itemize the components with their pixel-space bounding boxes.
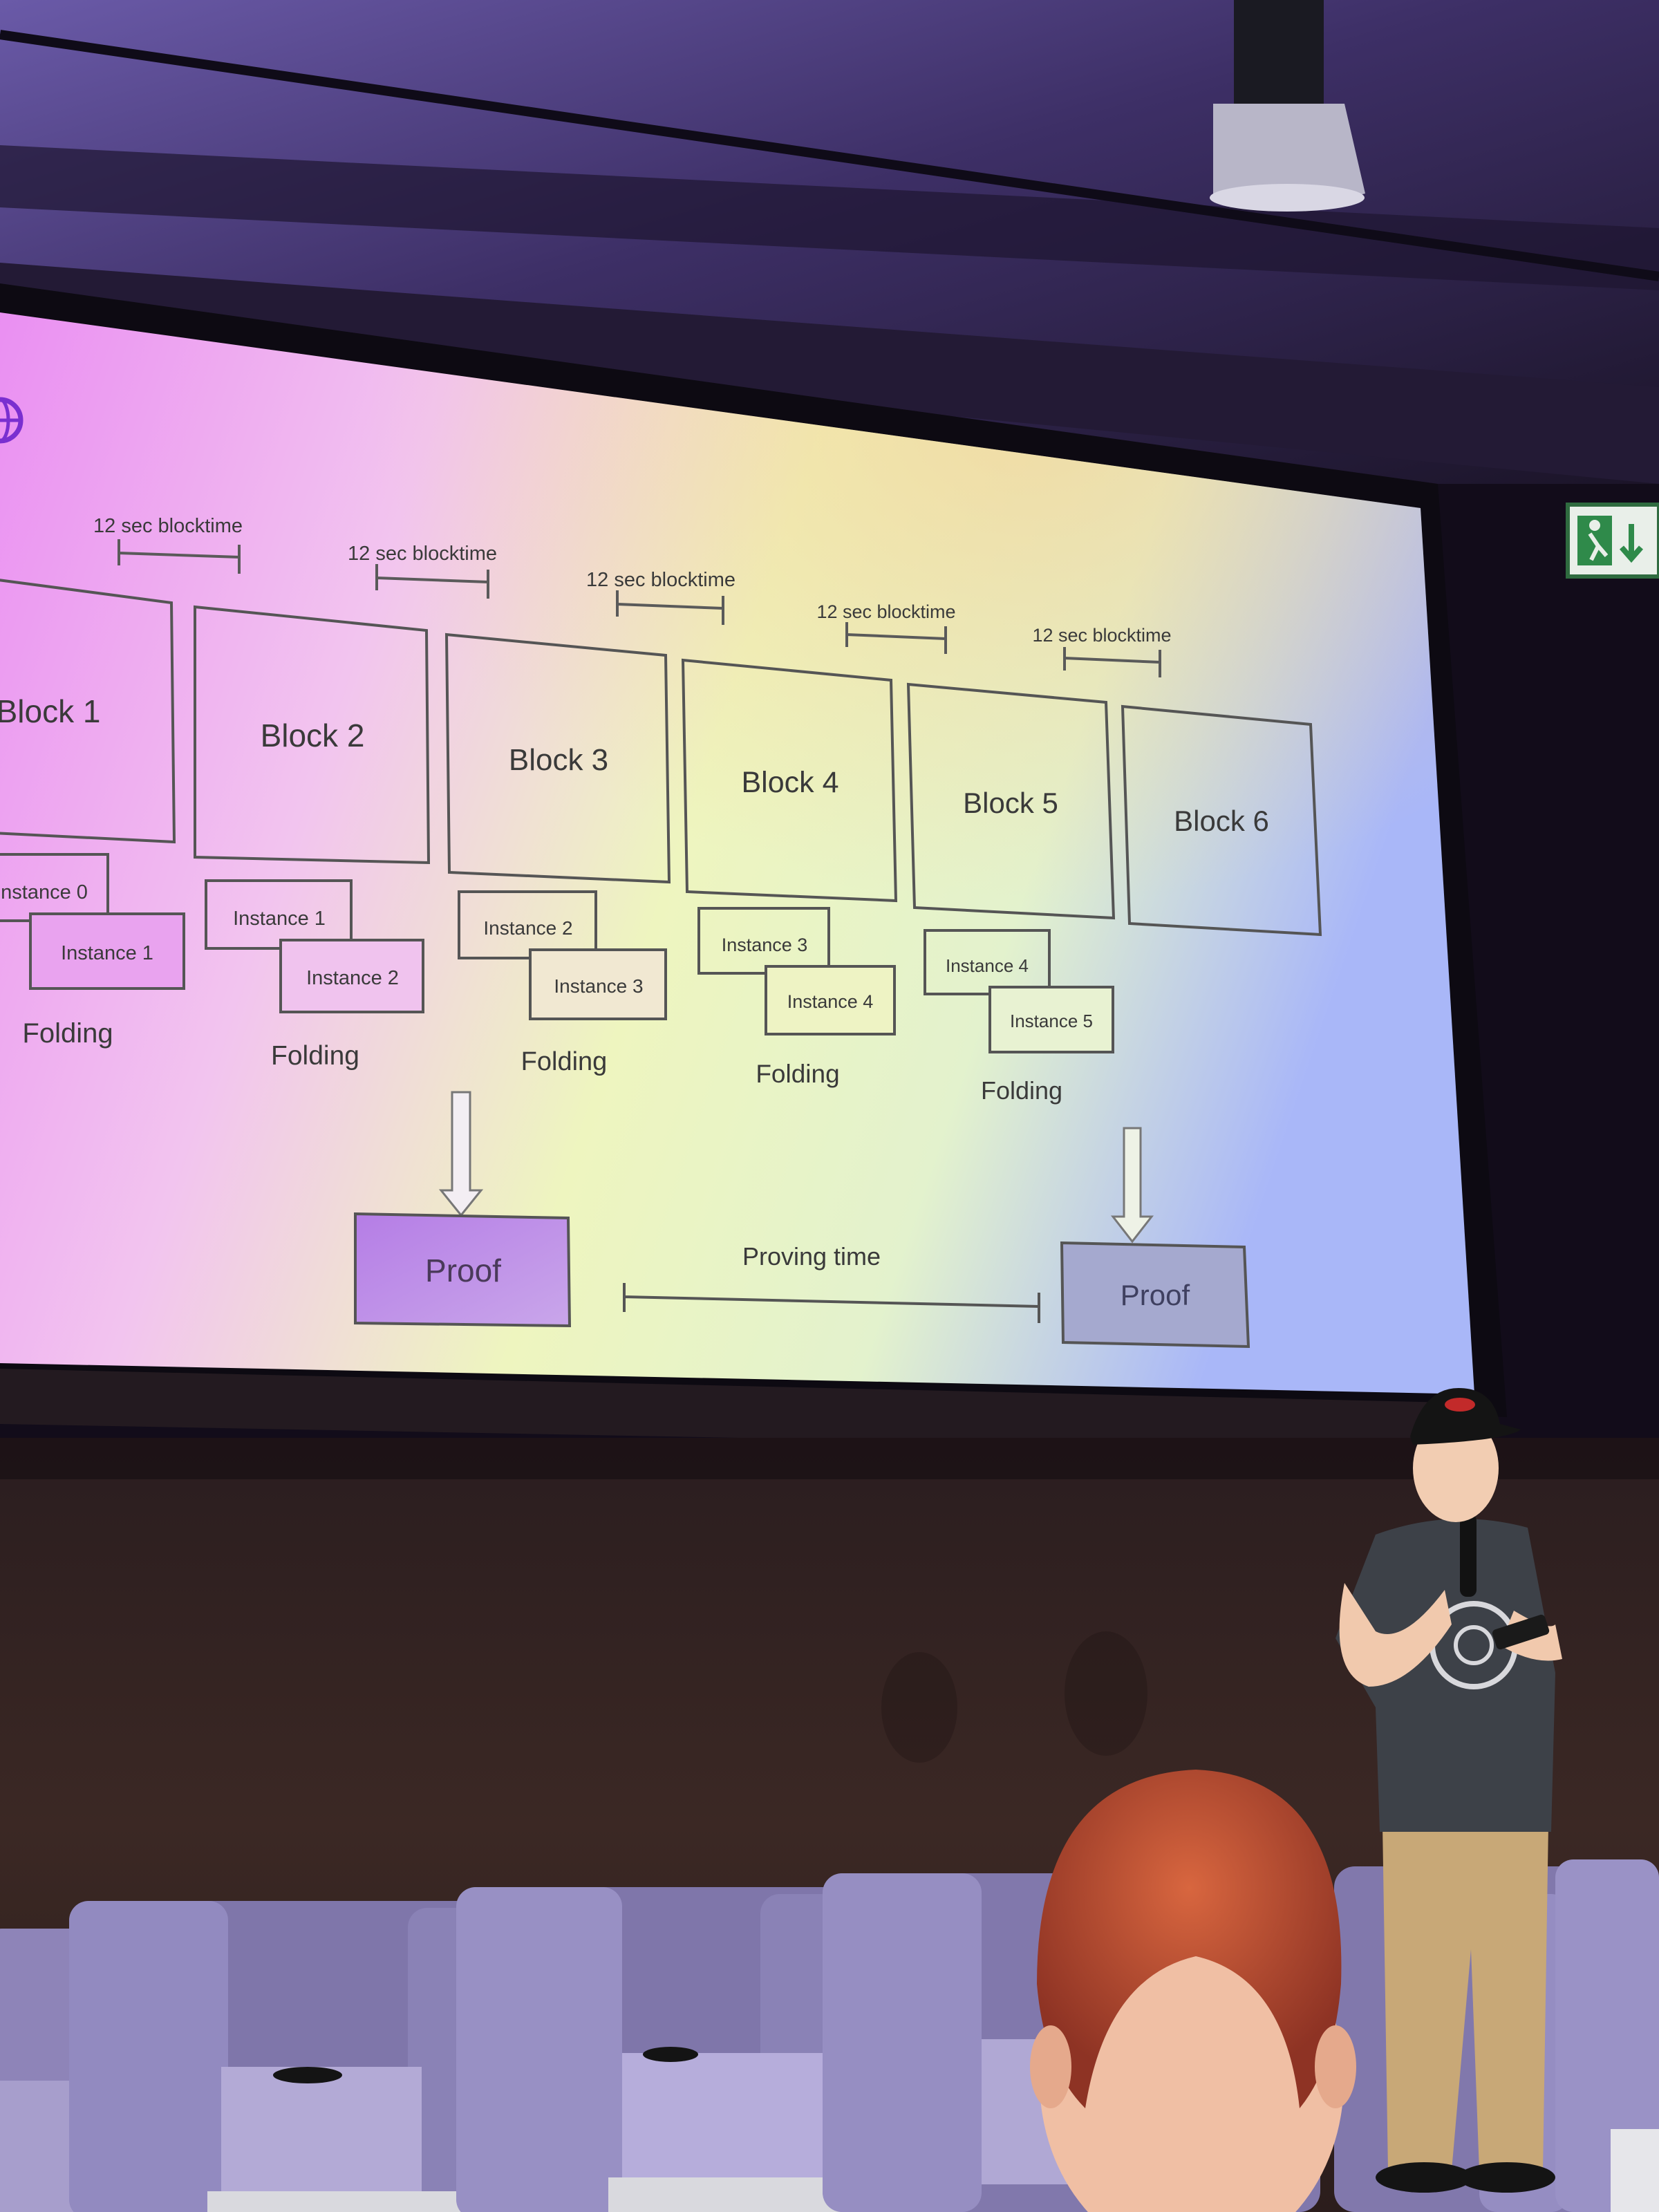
down-arrow-icon [1110, 1127, 1154, 1244]
block-box: Block 6 [1121, 704, 1322, 937]
microphone [643, 2047, 698, 2062]
block-box: Block 2 [194, 605, 431, 865]
folding-label: Folding [521, 1047, 608, 1076]
block-label: Block 6 [1174, 805, 1269, 837]
ceiling-rail [0, 30, 1659, 281]
block-label: Block 5 [963, 787, 1058, 819]
folding-label: Folding [22, 1018, 113, 1049]
speaker-person [1335, 1388, 1562, 2193]
phone [1492, 1614, 1550, 1650]
exit-sign-icon [1566, 503, 1659, 579]
blocktime-label-5: 12 sec blocktime [1032, 625, 1171, 646]
handheld-microphone [1460, 1514, 1477, 1597]
proof-box: Proof [1060, 1241, 1250, 1349]
instance-pair: Instance 3 Instance 4 [697, 907, 896, 1035]
instance-label: Instance 1 [233, 908, 326, 930]
block-label: Block 3 [509, 743, 608, 777]
block-box: Block 4 [681, 658, 898, 903]
proof-box: Proof [354, 1212, 572, 1328]
microphone [273, 2067, 342, 2083]
blocktime-bracket-3 [616, 590, 724, 625]
folding-label: Folding [981, 1076, 1062, 1105]
blocktime-label-4: 12 sec blocktime [816, 601, 955, 622]
down-arrow-icon [438, 1091, 484, 1217]
blocktime-label-1: 12 sec blocktime [93, 515, 243, 537]
wall-shadows [881, 1631, 1147, 1763]
blocktime-bracket-2 [375, 564, 489, 599]
chair [69, 1901, 581, 2212]
block-label: Block 1 [0, 693, 100, 729]
instance-label: Instance 2 [483, 917, 572, 939]
audience-head [1030, 1770, 1356, 2212]
block-label: Block 4 [741, 766, 838, 799]
blocktime-label-3: 12 sec blocktime [586, 569, 735, 591]
baseball-cap-icon [1410, 1388, 1521, 1445]
blocktime-bracket-4 [845, 622, 947, 654]
block-label: Block 2 [261, 718, 365, 753]
ceiling-beam-lower [0, 263, 1659, 484]
block-box: Block 3 [444, 632, 671, 884]
blocktime-label-2: 12 sec blocktime [348, 543, 497, 565]
instance-label: Instance 0 [0, 881, 88, 903]
instance-label: Instance 5 [1010, 1011, 1093, 1031]
globe-logo-icon [0, 397, 24, 444]
screen-bottom-bar [0, 1369, 1479, 1452]
instance-label: Instance 3 [722, 935, 808, 955]
instance-label: Instance 3 [554, 975, 643, 997]
instance-label: Instance 2 [306, 967, 399, 989]
folding-label: Folding [271, 1041, 359, 1071]
block-box: Block 1 [0, 579, 176, 844]
blocktime-bracket-1 [118, 539, 241, 574]
ceiling-beam [0, 145, 1659, 290]
proving-time-bracket [623, 1283, 1040, 1323]
instance-label: Instance 4 [787, 991, 874, 1012]
instance-pair: Instance 0 Instance 1 [0, 853, 185, 990]
ceiling-lamp-icon [1210, 0, 1365, 212]
blocktime-bracket-5 [1063, 647, 1161, 677]
instance-pair: Instance 1 Instance 2 [205, 879, 424, 1013]
proof-label: Proof [425, 1253, 501, 1288]
instance-label: Instance 4 [946, 955, 1029, 976]
proving-time-label: Proving time [742, 1242, 881, 1271]
instance-pair: Instance 2 Instance 3 [458, 890, 667, 1020]
projected-slide: 12 sec blocktime 12 sec blocktime 12 sec… [0, 312, 1474, 1394]
folding-label: Folding [756, 1060, 839, 1088]
block-box: Block 5 [906, 682, 1116, 920]
proof-label: Proof [1121, 1279, 1190, 1311]
instance-pair: Instance 4 Instance 5 [924, 929, 1114, 1053]
instance-label: Instance 1 [61, 942, 153, 964]
